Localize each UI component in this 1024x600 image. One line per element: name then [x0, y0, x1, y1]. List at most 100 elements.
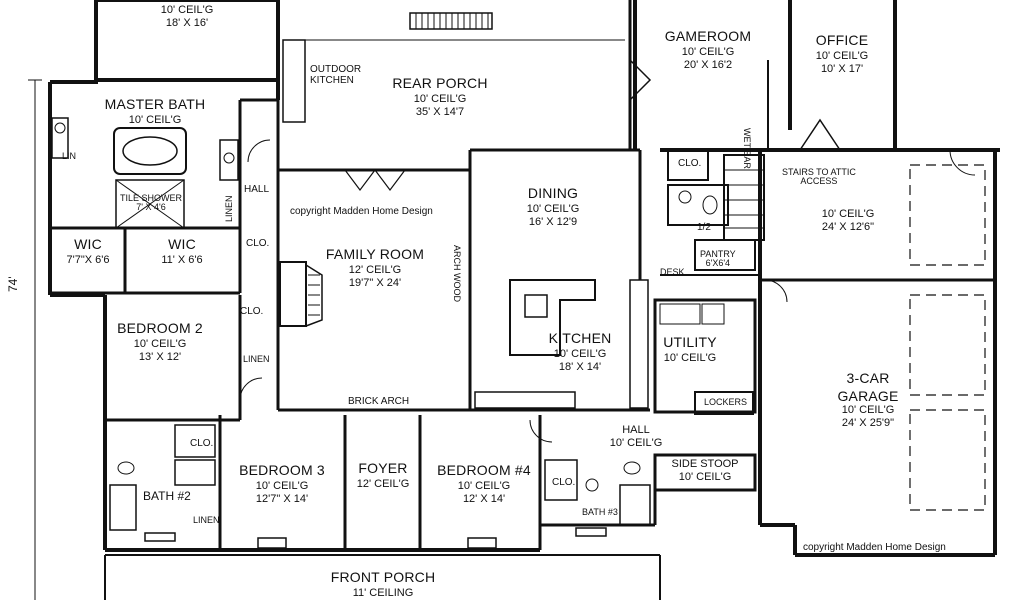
family-room-label: FAMILY ROOM 12' CEIL'G 19'7" X 24' — [326, 246, 424, 290]
bedroom3-label: BEDROOM 3 10' CEIL'G 12'7" X 14' — [239, 462, 325, 506]
outdoor-kitchen-line1: OUTDOOR — [310, 64, 362, 75]
stairs-label: STAIRS TO ATTIC ACCESS — [782, 167, 856, 187]
brick-arch-label: BRICK ARCH — [348, 396, 410, 407]
top-left-room-size: 18' X 16' — [165, 16, 209, 29]
foyer-name: FOYER — [358, 460, 408, 476]
office-label: OFFICE 10' CEIL'G 10' X 17' — [816, 32, 869, 76]
utility-name: UTILITY — [663, 334, 717, 350]
rear-porch-size: 35' X 14'7 — [415, 106, 465, 119]
garage-top-bay-size: 24' X 12'6" — [821, 220, 875, 233]
top-left-room-ceiling: 10' CEIL'G — [160, 4, 214, 16]
front-porch-ceiling: 11' CEILING — [352, 587, 414, 600]
copyright-top: copyright Madden Home Design — [290, 206, 433, 217]
kitchen-ceiling: 10' CEIL'G — [553, 348, 607, 361]
bedroom4-size: 12' X 14' — [462, 493, 506, 506]
tile-shower-line1: TILE SHOWER — [120, 193, 183, 203]
bath3-label: BATH #3 — [582, 507, 618, 517]
master-bath-ceiling: 10' CEIL'G — [128, 114, 182, 127]
master-bath-name: MASTER BATH — [104, 96, 206, 112]
gameroom-closet-label: CLO. — [678, 158, 702, 169]
hall-right-label: HALL 10' CEIL'G — [610, 424, 663, 449]
wic-left-label: WIC 7'7"X 6'6 — [67, 236, 110, 267]
stairs-line1: STAIRS TO ATTIC — [782, 167, 856, 177]
half-bath-label: 1/2 — [697, 222, 711, 233]
rear-porch-label: REAR PORCH 10' CEIL'G 35' X 14'7 — [392, 75, 487, 119]
foyer-ceiling: 12' CEIL'G — [356, 478, 410, 491]
hall-right-ceiling: 10' CEIL'G — [609, 436, 663, 449]
bedroom2-closet-label: CLO. — [240, 306, 264, 317]
hall-right-name: HALL — [622, 424, 650, 436]
gameroom-label: GAMEROOM 10' CEIL'G 20' X 16'2 — [665, 28, 751, 72]
wic-closet-label: CLO. — [246, 238, 270, 249]
copyright-bottom: copyright Madden Home Design — [803, 542, 946, 553]
wic-right-name: WIC — [168, 236, 196, 252]
rear-porch-name: REAR PORCH — [392, 75, 488, 91]
family-room-name: FAMILY ROOM — [325, 246, 425, 262]
tile-shower-label: TILE SHOWER 7' X 4'6 — [120, 193, 183, 213]
bath2-closet-label: CLO. — [190, 438, 214, 449]
wic-left-name: WIC — [74, 236, 102, 252]
overall-depth-dimension: 74' — [6, 276, 20, 292]
rear-porch-ceiling: 10' CEIL'G — [413, 93, 467, 106]
linen-vertical-label: LINEN — [224, 195, 234, 222]
family-room-ceiling: 12' CEIL'G — [348, 264, 402, 277]
front-porch-name: FRONT PORCH — [330, 569, 436, 585]
wic-right-size: 11' X 6'6 — [161, 254, 203, 267]
garage-top-bay-label: 10' CEIL'G 24' X 12'6" — [822, 208, 875, 233]
office-name: OFFICE — [815, 32, 869, 48]
tile-shower-line2: 7' X 4'6 — [136, 202, 166, 213]
pantry-label: PANTRY 6'X6'4 — [700, 249, 736, 269]
gameroom-name: GAMEROOM — [664, 28, 752, 44]
side-stoop-name: SIDE STOOP — [671, 458, 739, 470]
outdoor-kitchen-label: OUTDOOR KITCHEN — [310, 64, 361, 86]
gameroom-size: 20' X 16'2 — [683, 59, 733, 72]
garage-name-line2: GARAGE — [837, 388, 899, 405]
pantry-size: 6'X6'4 — [705, 258, 731, 269]
lockers-label: LOCKERS — [704, 397, 748, 407]
kitchen-size: 18' X 14' — [558, 361, 602, 374]
bedroom4-ceiling: 10' CEIL'G — [457, 480, 511, 493]
bedroom2-name: BEDROOM 2 — [117, 320, 203, 336]
bath2-label: BATH #2 — [143, 489, 191, 503]
dining-ceiling: 10' CEIL'G — [526, 203, 580, 216]
lin-label: LIN — [62, 151, 77, 161]
garage-size: 24' X 25'9" — [841, 417, 895, 430]
pantry-name: PANTRY — [700, 249, 736, 259]
wood-arch-label: ARCH WOOD — [452, 245, 462, 302]
wic-right-label: WIC 11' X 6'6 — [161, 236, 202, 267]
garage-label: 3-CAR GARAGE 10' CEIL'G 24' X 25'9" — [837, 370, 898, 430]
gameroom-ceiling: 10' CEIL'G — [681, 46, 735, 59]
master-bath-label: MASTER BATH 10' CEIL'G — [105, 96, 206, 127]
side-stoop-label: SIDE STOOP 10' CEIL'G — [671, 458, 738, 483]
bedroom3-name: BEDROOM 3 — [239, 462, 325, 478]
bedroom4-closet-label: CLO. — [552, 477, 576, 488]
garage-name-line1: 3-CAR — [846, 370, 890, 386]
dining-name: DINING — [527, 185, 579, 201]
linen-small-label: LINEN — [193, 515, 220, 525]
front-porch-label: FRONT PORCH 11' CEILING — [331, 569, 436, 600]
wic-left-size: 7'7"X 6'6 — [66, 254, 110, 267]
kitchen-name: KITCHEN — [548, 330, 612, 346]
foyer-label: FOYER 12' CEIL'G — [357, 460, 410, 491]
dining-size: 16' X 12'9 — [528, 216, 578, 229]
utility-label: UTILITY 10' CEIL'G — [663, 334, 717, 365]
family-room-size: 19'7" X 24' — [348, 277, 402, 290]
garage-top-bay-ceiling: 10' CEIL'G — [821, 208, 875, 220]
hall-left-label: HALL — [244, 184, 270, 195]
stairs-line2: ACCESS — [800, 176, 838, 187]
bedroom3-ceiling: 10' CEIL'G — [255, 480, 309, 493]
bedroom2-ceiling: 10' CEIL'G — [133, 338, 187, 351]
bedroom4-name: BEDROOM #4 — [437, 462, 531, 478]
bedroom3-size: 12'7" X 14' — [255, 493, 309, 506]
office-ceiling: 10' CEIL'G — [815, 50, 869, 63]
bedroom2-size: 13' X 12' — [138, 351, 182, 364]
side-stoop-ceiling: 10' CEIL'G — [678, 470, 732, 483]
top-left-room-label: 10' CEIL'G 18' X 16' — [161, 4, 214, 29]
garage-ceiling: 10' CEIL'G — [841, 404, 895, 417]
office-size: 10' X 17' — [820, 63, 864, 76]
bedroom4-label: BEDROOM #4 10' CEIL'G 12' X 14' — [437, 462, 531, 506]
linen-mid-label: LINEN — [243, 354, 270, 364]
outdoor-kitchen-line2: KITCHEN — [310, 75, 354, 86]
bedroom2-label: BEDROOM 2 10' CEIL'G 13' X 12' — [117, 320, 203, 364]
